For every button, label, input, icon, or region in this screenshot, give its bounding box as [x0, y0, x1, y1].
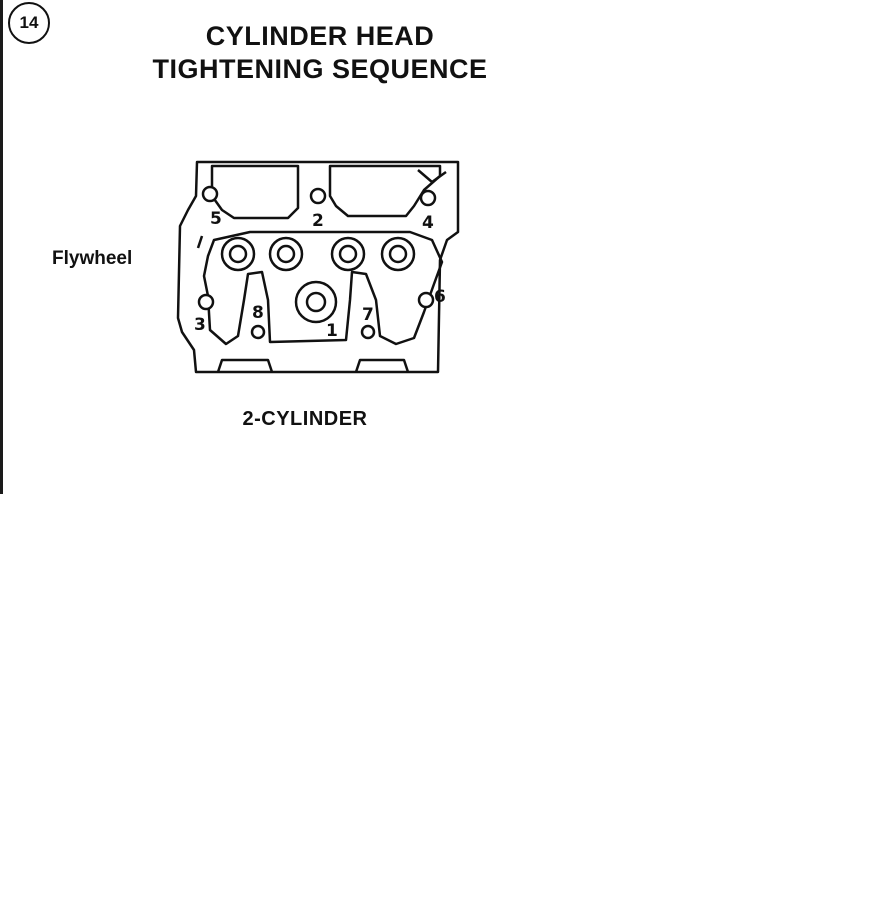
bolt-2-hole	[309, 187, 327, 205]
bolt-3-label: 3	[194, 315, 206, 335]
bolt-1-hole	[305, 291, 327, 313]
figure-number: 14	[19, 13, 39, 32]
bolt-7-hole	[360, 324, 376, 340]
bolt-5-hole	[201, 185, 219, 203]
bolt-3-hole	[197, 293, 215, 311]
bolt-6-label: 6	[434, 287, 446, 307]
title-line-1: CYLINDER HEAD	[205, 21, 435, 51]
figure-title: CYLINDER HEAD TIGHTENING SEQUENCE	[120, 20, 520, 86]
flywheel-label: Flywheel	[52, 248, 133, 269]
valve-4-inner	[388, 244, 408, 264]
bolt-8-hole	[250, 324, 266, 340]
figure-number-badge: 14	[8, 2, 50, 44]
head-outline	[176, 160, 460, 374]
valve-1-inner	[228, 244, 248, 264]
left-port-cutout	[210, 164, 300, 220]
bolt-2-label: 2	[312, 211, 324, 231]
bottom-cutout-right	[354, 358, 410, 373]
valve-2-inner	[276, 244, 296, 264]
chamber-outline	[202, 230, 444, 346]
page-border	[0, 0, 3, 494]
right-port-cutout	[328, 164, 442, 218]
bolt-8-label: 8	[252, 303, 264, 323]
bolt-5-label: 5	[210, 209, 222, 229]
bolt-1-label: 1	[326, 321, 338, 341]
bolt-6-hole	[417, 291, 435, 309]
notch-top-right	[417, 169, 447, 184]
title-line-2: TIGHTENING SEQUENCE	[152, 54, 488, 84]
bolt-4-hole	[419, 189, 437, 207]
bolt-4-label: 4	[422, 213, 434, 233]
figure-caption: 2-CYLINDER	[242, 408, 368, 430]
bolt-7-label: 7	[362, 305, 374, 325]
bottom-cutout-left	[216, 358, 274, 373]
valve-3-inner	[338, 244, 358, 264]
notch-left	[196, 235, 204, 249]
